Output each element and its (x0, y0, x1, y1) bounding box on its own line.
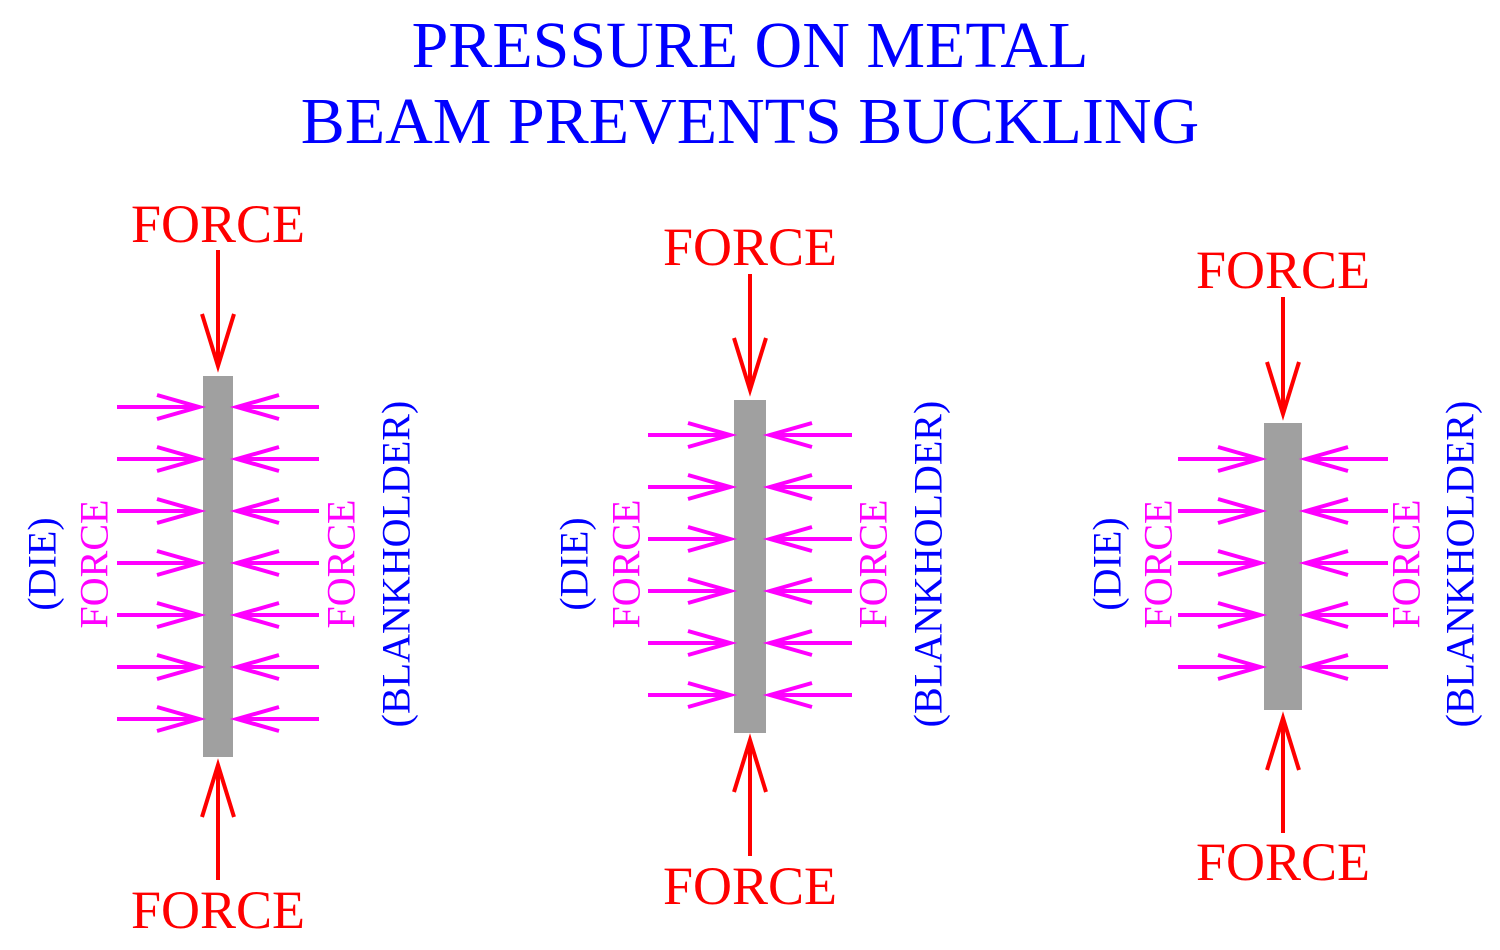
blankholder-pressure-arrow (1298, 497, 1388, 525)
top-force-arrow (200, 250, 236, 373)
die-pressure-arrow (1178, 445, 1268, 473)
blankholder-pressure-arrow (229, 653, 319, 681)
blankholder-pressure-arrow (1298, 445, 1388, 473)
blankholder-pressure-arrow (1298, 549, 1388, 577)
bottom-force-arrow (200, 758, 236, 880)
blankholder-pressure-arrow (762, 577, 852, 605)
die-pressure-arrow (117, 445, 207, 473)
blankholder-label: (BLANKHOLDER) (374, 401, 419, 728)
die-pressure-arrow (1178, 497, 1268, 525)
die-force-label: FORCE (72, 500, 117, 629)
bottom-force-label: FORCE (663, 856, 837, 916)
bottom-force-arrow (1265, 711, 1301, 833)
die-pressure-arrow (648, 577, 738, 605)
metal-beam (203, 376, 233, 757)
blankholder-force-label: FORCE (1384, 500, 1429, 629)
die-label: (DIE) (552, 517, 597, 610)
metal-beam (1264, 423, 1302, 710)
die-pressure-arrow (1178, 549, 1268, 577)
die-pressure-arrow (648, 629, 738, 657)
die-label: (DIE) (20, 517, 65, 610)
die-pressure-arrow (117, 705, 207, 733)
die-pressure-arrow (117, 601, 207, 629)
blankholder-label: (BLANKHOLDER) (1438, 401, 1483, 728)
top-force-label: FORCE (663, 217, 837, 277)
blankholder-pressure-arrow (229, 549, 319, 577)
blankholder-force-label: FORCE (319, 500, 364, 629)
top-force-label: FORCE (131, 194, 305, 254)
die-pressure-arrow (648, 421, 738, 449)
die-pressure-arrow (117, 653, 207, 681)
bottom-force-arrow (732, 733, 768, 856)
top-force-label: FORCE (1196, 240, 1370, 300)
blankholder-pressure-arrow (762, 473, 852, 501)
diagram-title: PRESSURE ON METAL BEAM PREVENTS BUCKLING (0, 8, 1500, 160)
die-pressure-arrow (117, 393, 207, 421)
blankholder-pressure-arrow (229, 705, 319, 733)
blankholder-pressure-arrow (762, 525, 852, 553)
top-force-arrow (732, 274, 768, 397)
die-pressure-arrow (648, 681, 738, 709)
blankholder-pressure-arrow (229, 497, 319, 525)
blankholder-force-label: FORCE (851, 500, 896, 629)
blankholder-label: (BLANKHOLDER) (906, 401, 951, 728)
die-pressure-arrow (1178, 601, 1268, 629)
die-pressure-arrow (117, 497, 207, 525)
die-force-label: FORCE (1136, 500, 1181, 629)
die-force-label: FORCE (604, 500, 649, 629)
blankholder-pressure-arrow (762, 421, 852, 449)
blankholder-pressure-arrow (229, 601, 319, 629)
blankholder-pressure-arrow (229, 393, 319, 421)
blankholder-pressure-arrow (762, 681, 852, 709)
blankholder-pressure-arrow (1298, 653, 1388, 681)
bottom-force-label: FORCE (1196, 832, 1370, 892)
blankholder-pressure-arrow (762, 629, 852, 657)
blankholder-pressure-arrow (1298, 601, 1388, 629)
title-line-1: PRESSURE ON METAL (411, 9, 1089, 82)
title-line-2: BEAM PREVENTS BUCKLING (300, 85, 1200, 158)
die-pressure-arrow (648, 473, 738, 501)
top-force-arrow (1265, 297, 1301, 421)
die-pressure-arrow (117, 549, 207, 577)
die-label: (DIE) (1085, 517, 1130, 610)
bottom-force-label: FORCE (131, 880, 305, 940)
die-pressure-arrow (1178, 653, 1268, 681)
metal-beam (734, 400, 766, 733)
blankholder-pressure-arrow (229, 445, 319, 473)
die-pressure-arrow (648, 525, 738, 553)
